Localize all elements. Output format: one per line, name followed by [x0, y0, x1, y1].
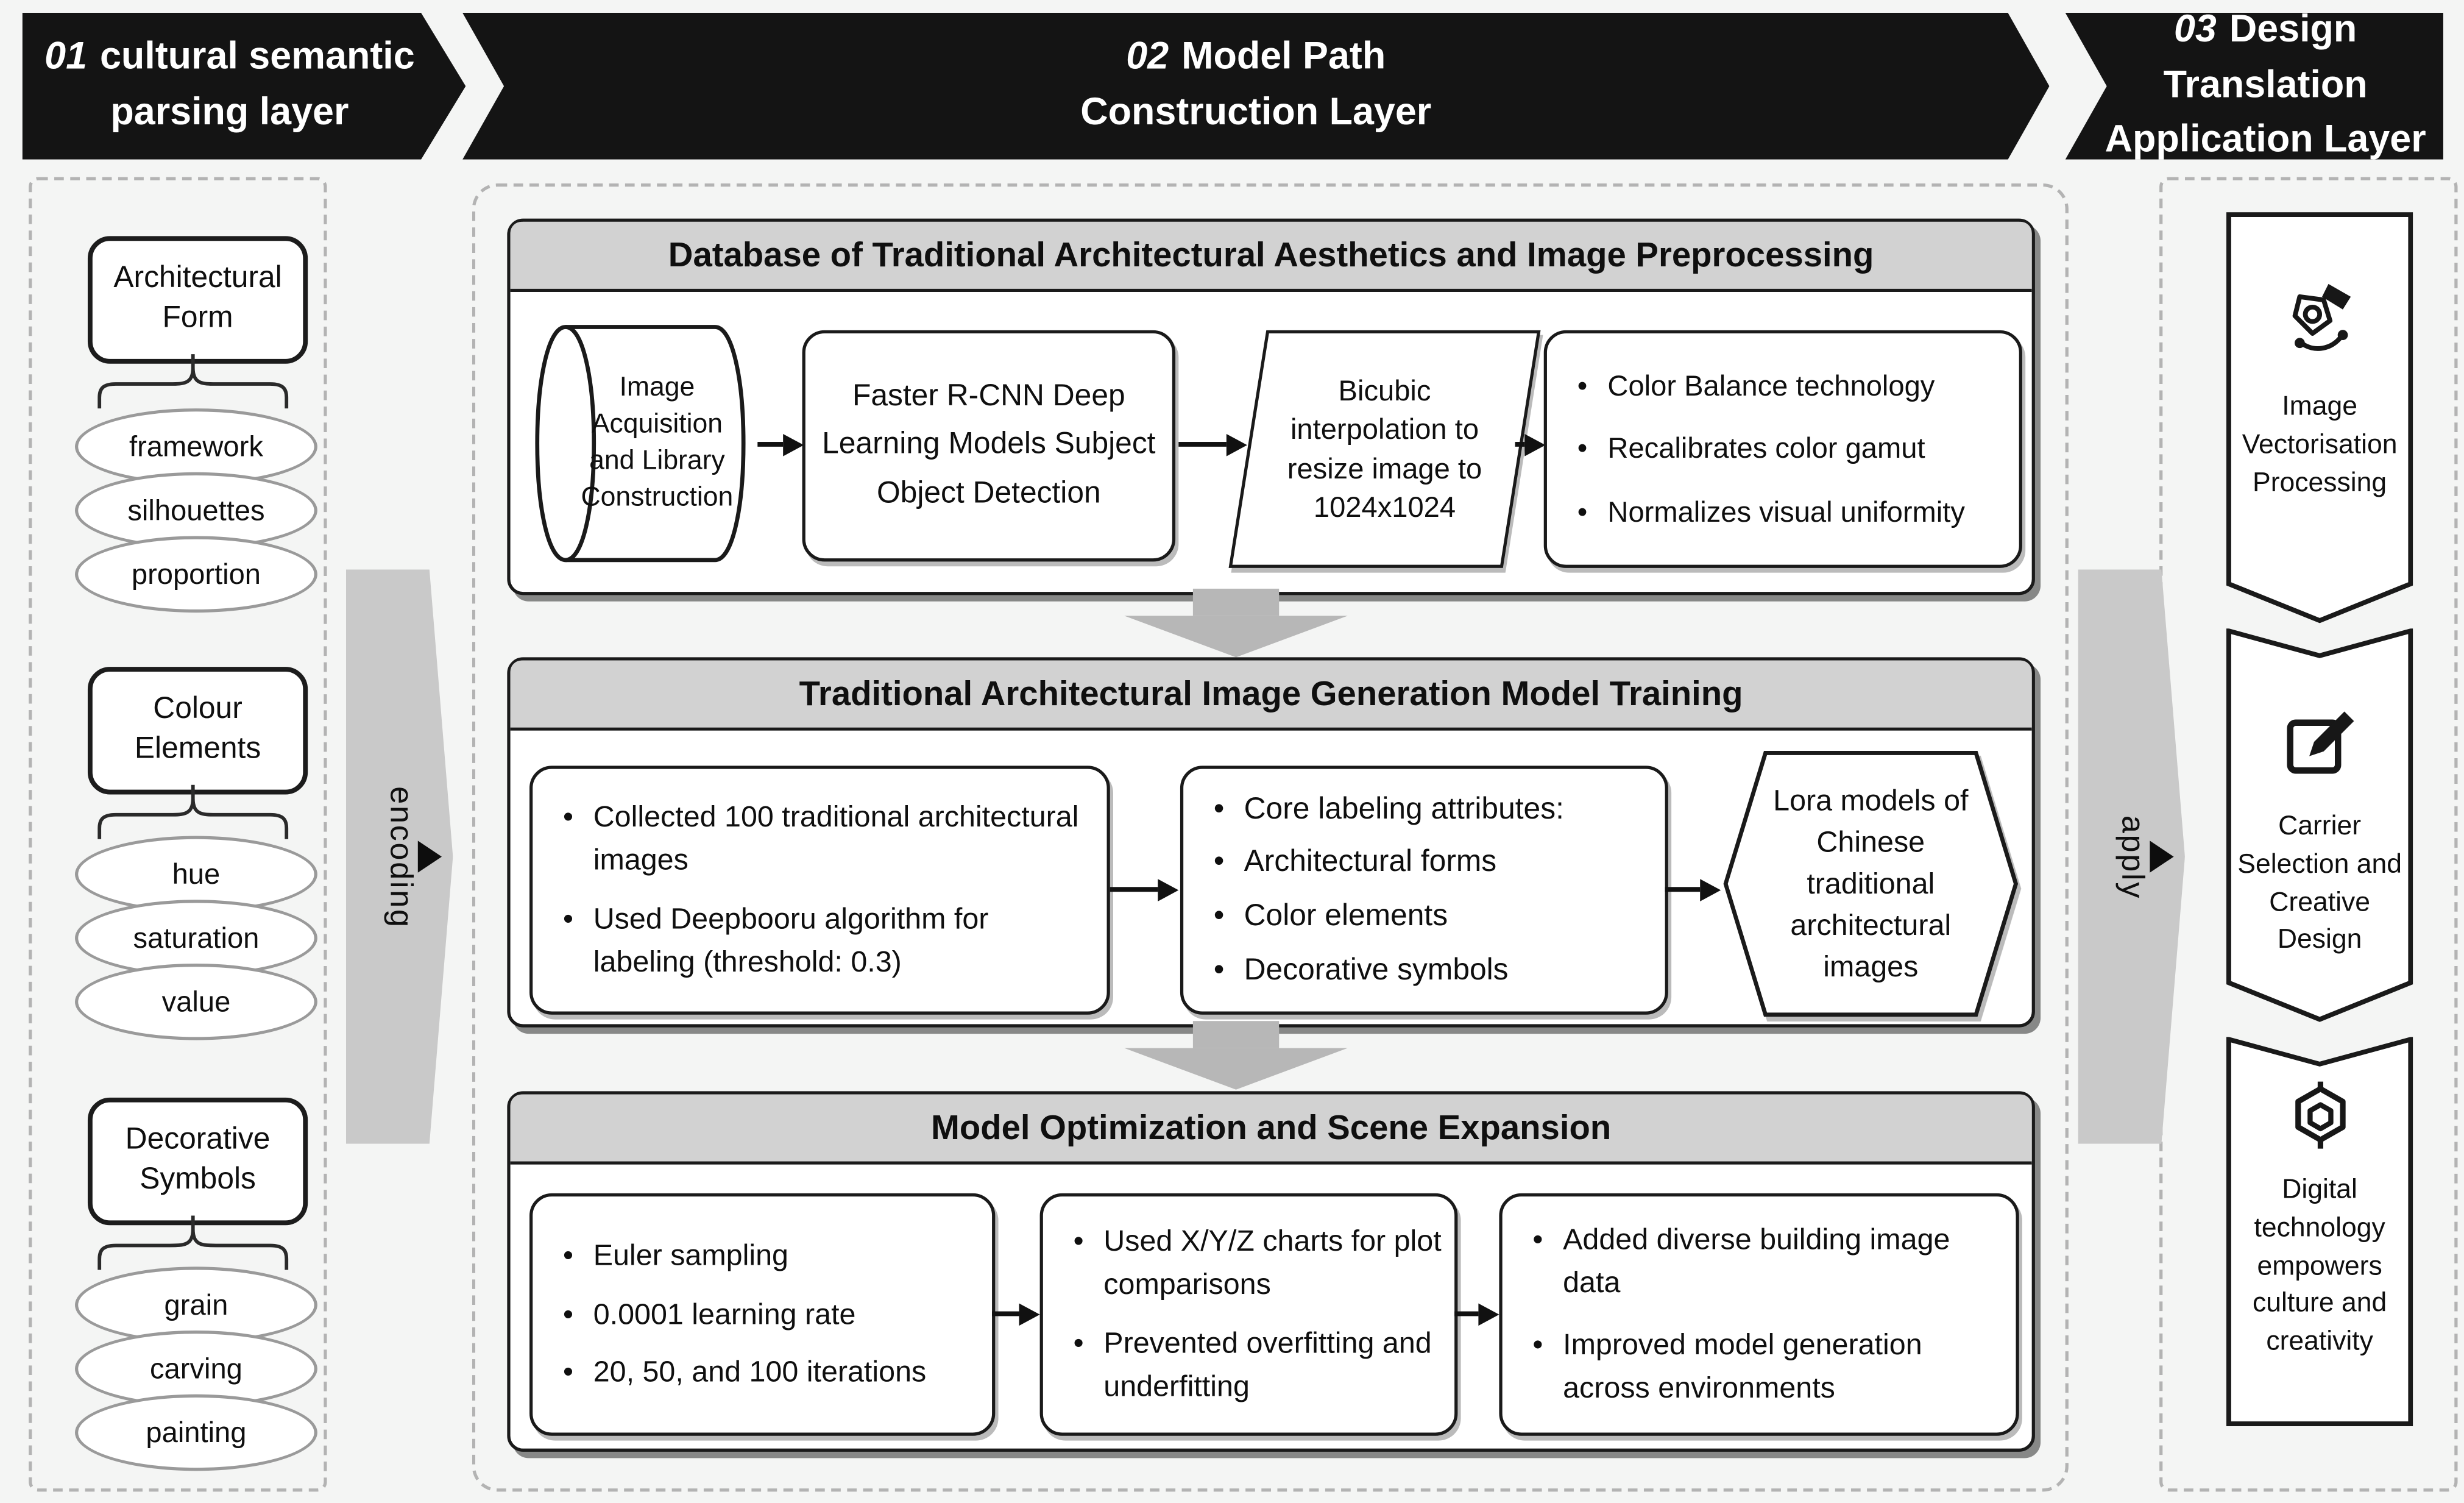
brace-connector [97, 1215, 289, 1270]
bullet-item: Color Balance technology [1570, 366, 2006, 408]
down-arrow-icon [1124, 588, 1348, 658]
panel-label: Carrier Selection and Creative Design [2237, 810, 2402, 955]
color-balance-box: Color Balance technology Recalibrates co… [1543, 330, 2022, 568]
panel-image-vectorisation: Image Vectorisation Processing [2226, 212, 2413, 624]
cylinder-label: Image Acquisition and Library Constructi… [581, 372, 734, 513]
sampling-params-box: Euler sampling 0.0001 learning rate 20, … [529, 1193, 996, 1436]
attribute-ellipse: proportion [75, 536, 317, 613]
header-step-2-line2: Construction Layer [1080, 91, 1432, 134]
bullet-item: Euler sampling [555, 1234, 979, 1277]
lora-hexagon: Lora models of Chinese traditional archi… [1722, 750, 2019, 1018]
bullet-item: Added diverse building image data [1524, 1220, 2003, 1305]
step-number: 01 [44, 35, 88, 79]
down-arrow-icon [1124, 1021, 1348, 1090]
middle-layer-region [472, 183, 2069, 1492]
labeling-attributes-box: Core labeling attributes: Architectural … [1180, 766, 1668, 1015]
bullet-item: Decorative symbols [1206, 948, 1652, 992]
bullet-item: Color elements [1206, 895, 1652, 939]
xyz-charts-box: Used X/Y/Z charts for plot comparisons P… [1039, 1193, 1458, 1436]
flow-arrow-icon [1515, 433, 1546, 456]
brace-connector [97, 354, 289, 409]
banner-shape [2226, 1037, 2413, 1427]
flow-arrow-icon [757, 433, 804, 456]
section-title: Database of Traditional Architectural Ae… [510, 221, 2032, 292]
panel-label: Image Vectorisation Processing [2242, 391, 2398, 497]
category-label: Colour Elements [134, 692, 261, 766]
dataset-labeling-box: Collected 100 traditional architectural … [529, 766, 1110, 1015]
attribute-ellipse: painting [75, 1394, 317, 1471]
category-box-architectural-form: Architectural Form [87, 236, 308, 364]
panel-label: Digital technology empowers culture and … [2253, 1174, 2387, 1357]
flow-arrow-icon [1110, 878, 1179, 901]
left-layer-region [29, 177, 327, 1492]
banner-shape [2226, 212, 2413, 624]
hexagon-shape [1723, 751, 2019, 1017]
panel-carrier-selection: Carrier Selection and Creative Design [2226, 628, 2413, 1023]
category-box-colour-elements: Colour Elements [87, 667, 308, 795]
parallelogram-resize: Bicubic interpolation to resize image to… [1228, 330, 1541, 568]
brace-connector [97, 784, 289, 839]
section-title: Traditional Architectural Image Generati… [510, 660, 2032, 731]
panel-digital-technology: Digital technology empowers culture and … [2226, 1037, 2413, 1427]
pen-nib-icon [2292, 283, 2350, 351]
banner-shape [2226, 628, 2413, 1022]
diverse-data-box: Added diverse building image data Improv… [1499, 1193, 2019, 1436]
cylinder-shape [535, 325, 746, 563]
attribute-ellipse: saturation [75, 900, 317, 976]
encoding-label: encoding [383, 785, 418, 928]
section-model-training: Traditional Architectural Image Generati… [507, 657, 2035, 1028]
hexagon-gear-icon [2294, 1081, 2345, 1149]
step-number: 03 [2173, 7, 2217, 51]
category-box-decorative-symbols: Decorative Symbols [87, 1097, 308, 1226]
bullet-item: Architectural forms [1206, 842, 1652, 886]
bullet-item: 20, 50, and 100 iterations [555, 1352, 979, 1395]
flow-arrow-icon [1665, 878, 1721, 901]
flow-arrow-icon [992, 1302, 1040, 1325]
category-label: Decorative Symbols [125, 1123, 271, 1197]
bullet-item: 0.0001 learning rate [555, 1293, 979, 1336]
bullet-item: Recalibrates color gamut [1570, 428, 2006, 471]
header-step-3-line2: Application Layer [2105, 118, 2426, 162]
bullet-item: Core labeling attributes: [1206, 788, 1652, 832]
header-step-1-line2: parsing layer [110, 91, 349, 134]
bullet-item: Normalizes visual uniformity [1570, 491, 2006, 533]
category-label: Architectural Form [113, 262, 282, 335]
encoding-arrow-icon [417, 840, 442, 873]
step-number: 02 [1126, 35, 1169, 79]
apply-arrow-icon [2150, 840, 2174, 873]
bullet-item: Improved model generation across environ… [1524, 1324, 2003, 1410]
bullet-item: Used X/Y/Z charts for plot comparisons [1065, 1221, 1442, 1306]
flow-arrow-icon [1178, 433, 1247, 456]
bullet-item: Prevented overfitting and underfitting [1065, 1323, 1442, 1408]
flow-arrow-icon [1454, 1302, 1499, 1325]
bullet-item: Used Deepbooru algorithm for labeling (t… [555, 898, 1094, 984]
detection-box: Faster R-CNN Deep Learning Models Subjec… [802, 330, 1176, 562]
bullet-item: Collected 100 traditional architectural … [555, 797, 1094, 882]
section-database-preprocessing: Database of Traditional Architectural Ae… [507, 218, 2035, 595]
section-optimization-expansion: Model Optimization and Scene Expansion E… [507, 1091, 2035, 1452]
apply-label: apply [2114, 814, 2150, 899]
attribute-ellipse: value [75, 963, 317, 1040]
edit-pencil-icon [2286, 711, 2354, 774]
section-title: Model Optimization and Scene Expansion [510, 1094, 2032, 1165]
